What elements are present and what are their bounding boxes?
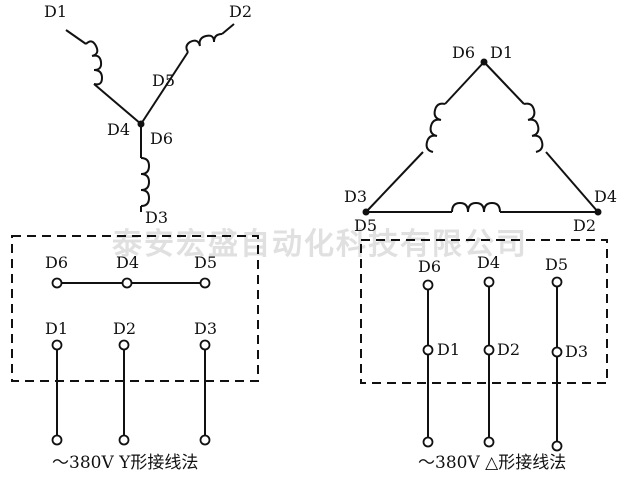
- delta-terminal-d4: [483, 276, 495, 288]
- delta-vertex-right: [594, 208, 602, 216]
- delta-right-lead-bottom: [545, 151, 599, 213]
- delta-label-d6: D6: [452, 43, 475, 62]
- wye-label-d4: D4: [107, 120, 130, 139]
- delta-box-label-d3: D3: [565, 342, 588, 361]
- wye-supply-terminal-3: [199, 434, 211, 446]
- delta-box-label-d2: D2: [497, 340, 520, 359]
- delta-box-outline: [360, 239, 608, 384]
- delta-box-label-d6: D6: [418, 257, 441, 276]
- delta-terminal-box: D6 D4 D5 D1 D2 D3: [360, 239, 608, 452]
- wye-supply-terminal-2: [118, 434, 130, 446]
- delta-vertex-top: [480, 58, 488, 66]
- delta-terminal-d1: [422, 344, 434, 356]
- wye-lead-center-1: [93, 83, 142, 125]
- delta-box-label-d4: D4: [477, 253, 500, 272]
- wye-label-d5: D5: [152, 71, 175, 90]
- watermark: 泰安宏盛自动化科技有限公司: [112, 227, 528, 262]
- wye-box-outline: [11, 235, 259, 382]
- delta-coil-bottom: [451, 201, 501, 213]
- wye-terminal-d3: [199, 339, 211, 351]
- wye-coil-3: [140, 157, 151, 207]
- delta-supply-terminal-3: [551, 440, 563, 452]
- delta-supply-terminal-1: [422, 436, 434, 448]
- delta-label-d1: D1: [490, 43, 513, 62]
- delta-supply-terminal-2: [483, 436, 495, 448]
- wye-terminal-d1: [51, 339, 63, 351]
- wye-neutral-dot: [137, 120, 145, 128]
- delta-terminal-d5: [551, 276, 563, 288]
- wye-box-label-d5: D5: [194, 253, 217, 272]
- delta-terminal-d6: [422, 279, 434, 291]
- wye-lead-d1: [65, 29, 87, 45]
- delta-terminal-d3: [551, 346, 563, 358]
- delta-winding-symbol: D6 D1 D3 D5 D4 D2: [344, 43, 617, 235]
- wye-terminal-d2: [118, 339, 130, 351]
- wye-terminal-d4: [121, 277, 133, 289]
- wye-lead-center-2: [140, 51, 189, 125]
- wye-label-d6: D6: [150, 129, 173, 148]
- delta-coil-left: [425, 102, 446, 153]
- wye-lead-d2: [221, 23, 235, 35]
- wye-label-d3: D3: [145, 208, 168, 227]
- delta-box-label-d1: D1: [437, 340, 460, 359]
- wye-terminal-d6: [51, 277, 63, 289]
- delta-right-lead-top: [483, 61, 525, 105]
- delta-coil-right: [523, 102, 544, 153]
- wye-label-d2: D2: [229, 2, 252, 21]
- delta-caption: ～380V △形接线法: [418, 453, 566, 473]
- delta-terminal-d2: [483, 344, 495, 356]
- wye-caption: ～380V Y形接线法: [52, 453, 198, 473]
- delta-vertex-left: [362, 208, 370, 216]
- wye-box-label-d1: D1: [45, 319, 68, 338]
- wye-box-label-d4: D4: [116, 253, 139, 272]
- delta-box-label-d5: D5: [545, 255, 568, 274]
- wye-terminal-box: D6 D4 D5 D1 D2 D3: [11, 235, 259, 446]
- wye-coil-2: [185, 33, 223, 53]
- delta-label-d3: D3: [344, 187, 367, 206]
- delta-label-d2: D2: [573, 216, 596, 235]
- wye-box-label-d3: D3: [194, 319, 217, 338]
- wye-winding-symbol: D1 D2 D5 D4 D6 D3: [44, 2, 252, 227]
- delta-left-lead-top: [444, 61, 485, 105]
- wye-coil-1: [85, 40, 104, 86]
- wye-label-d1: D1: [44, 2, 67, 21]
- wye-box-label-d2: D2: [113, 319, 136, 338]
- wye-supply-terminal-1: [51, 434, 63, 446]
- delta-label-d5: D5: [354, 216, 377, 235]
- delta-left-lead-bottom: [365, 151, 424, 213]
- wye-terminal-d5: [199, 277, 211, 289]
- wye-box-label-d6: D6: [45, 253, 68, 272]
- delta-label-d4: D4: [594, 187, 617, 206]
